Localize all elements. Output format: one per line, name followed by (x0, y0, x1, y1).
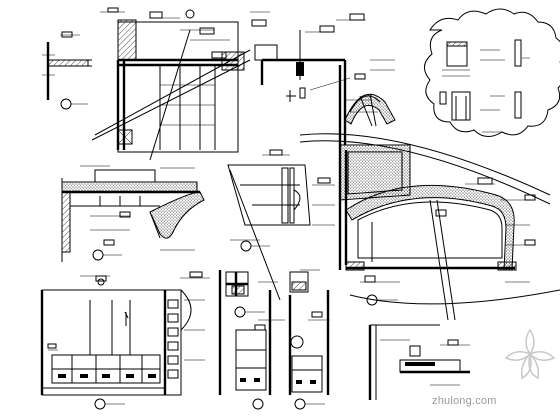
elevation-bottom-left (40, 271, 210, 410)
cloud-detail-top-right (424, 8, 560, 137)
watermark-site-text: zhulong.com (432, 395, 497, 407)
detail-top-left (42, 31, 92, 110)
leader-tags (100, 7, 395, 71)
section-bottom-right (368, 324, 470, 400)
section-door-middle (227, 149, 335, 301)
section-top-left-wall (91, 9, 251, 161)
zhulong-flower-logo-icon (504, 328, 556, 380)
elevation-bottom-middle (218, 269, 330, 410)
section-counter-middle-left (61, 165, 205, 262)
arched-frame-detail (299, 93, 560, 321)
section-top-middle (254, 13, 378, 145)
